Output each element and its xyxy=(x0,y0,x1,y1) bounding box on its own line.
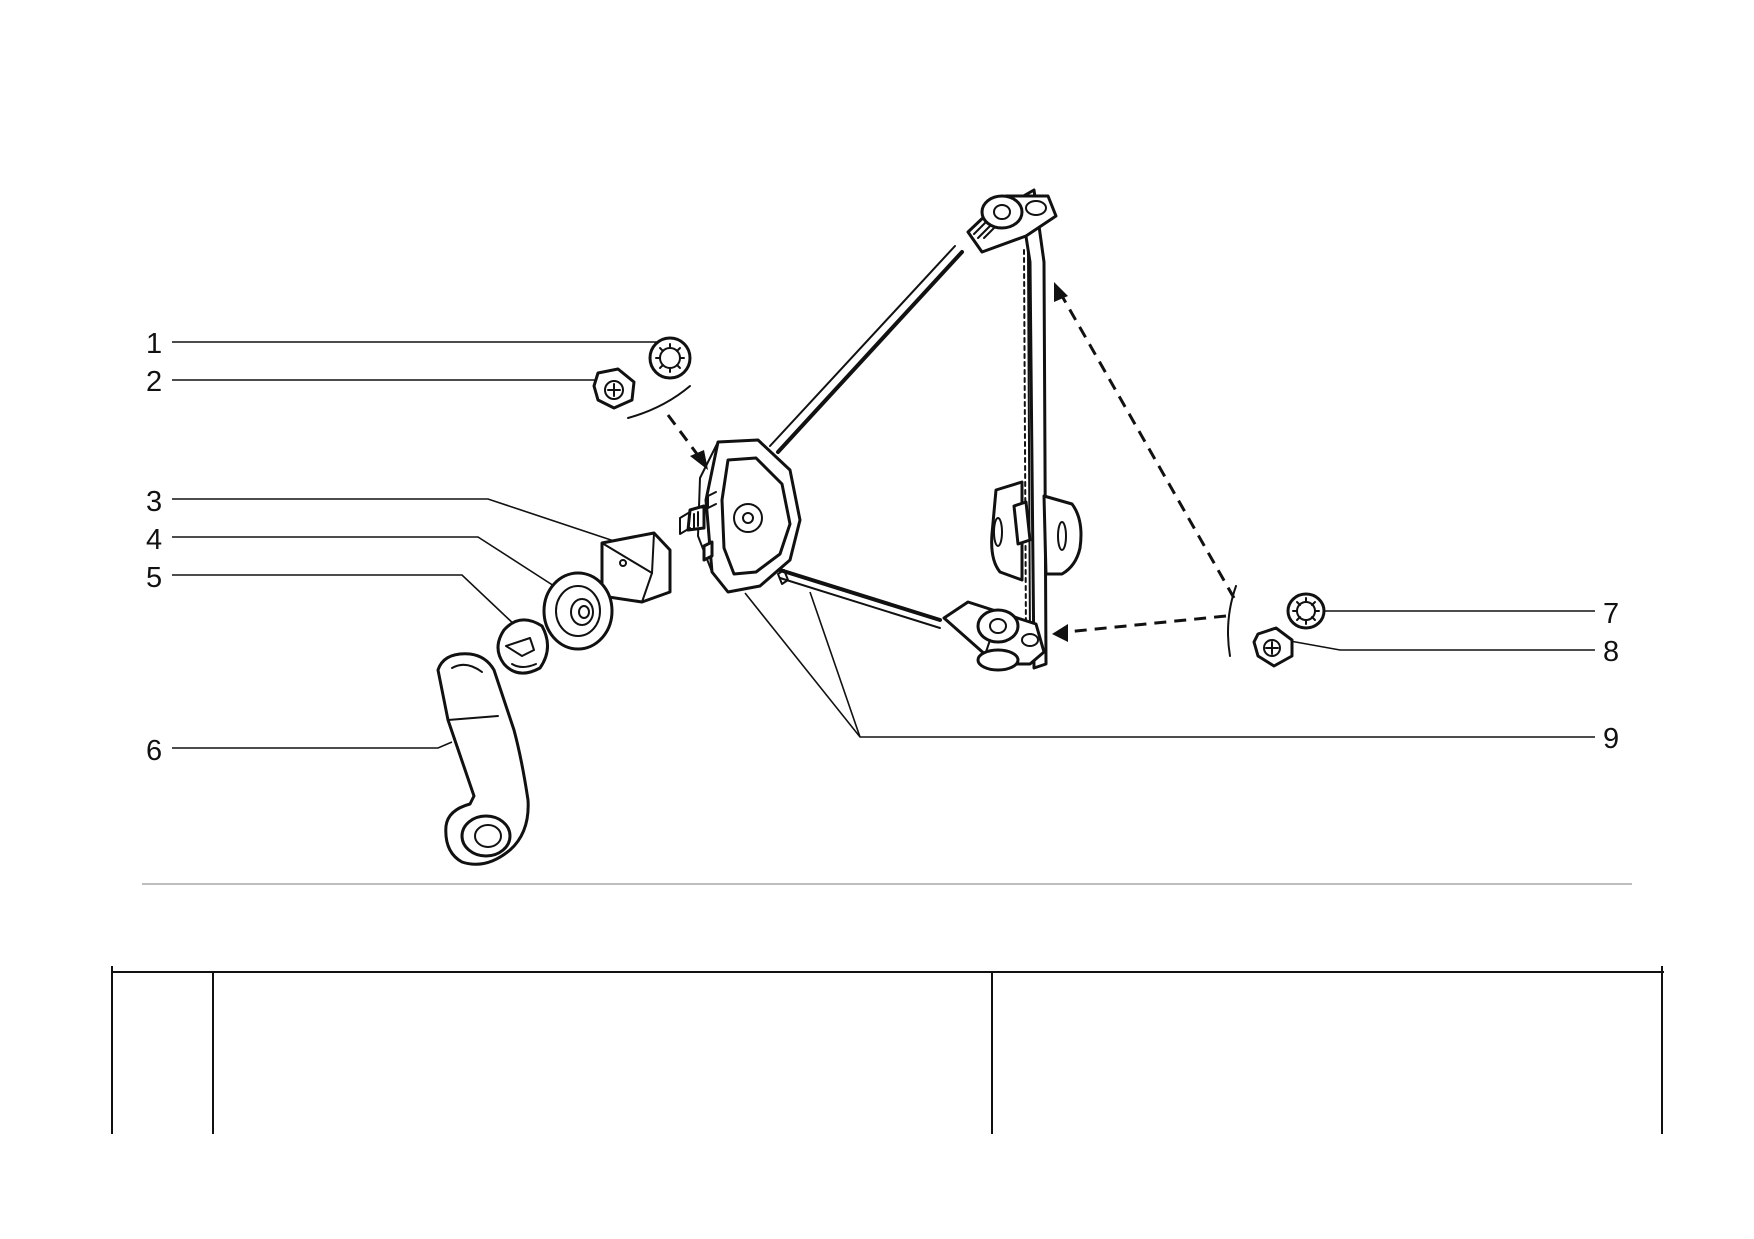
callout-3: 3 xyxy=(146,486,162,518)
leader-lines xyxy=(172,341,1595,749)
part-8-hex-nut xyxy=(1252,626,1294,668)
callout-2: 2 xyxy=(146,366,162,398)
callout-9: 9 xyxy=(1603,723,1619,755)
callout-5: 5 xyxy=(146,562,162,594)
callout-6: 6 xyxy=(146,735,162,767)
callout-labels: 1 2 3 4 5 6 7 8 9 xyxy=(146,328,1619,767)
leader-4 xyxy=(172,536,569,596)
leader-6 xyxy=(172,741,453,749)
part-1-lock-washer xyxy=(648,336,692,380)
callout-4: 4 xyxy=(146,524,162,556)
leader-3 xyxy=(172,498,621,544)
install-path-right xyxy=(1052,282,1237,657)
part-7-lock-washer xyxy=(1286,592,1326,630)
part-6-crank-handle xyxy=(436,652,530,866)
part-3-spacer-block xyxy=(600,531,672,604)
install-path-left xyxy=(627,385,708,470)
leader-9b xyxy=(809,591,861,738)
callout-8: 8 xyxy=(1603,636,1619,668)
callout-7: 7 xyxy=(1603,598,1619,630)
part-4-bearing-ring xyxy=(542,571,614,651)
callout-1: 1 xyxy=(146,328,162,360)
part-5-split-bushing xyxy=(496,618,549,675)
parts-table-frame xyxy=(111,966,1664,1134)
leader-8 xyxy=(1289,640,1595,651)
part-9-window-regulator xyxy=(679,188,1083,672)
part-2-hex-nut xyxy=(592,367,636,410)
leader-5 xyxy=(172,574,519,629)
leader-9 xyxy=(744,592,1595,738)
